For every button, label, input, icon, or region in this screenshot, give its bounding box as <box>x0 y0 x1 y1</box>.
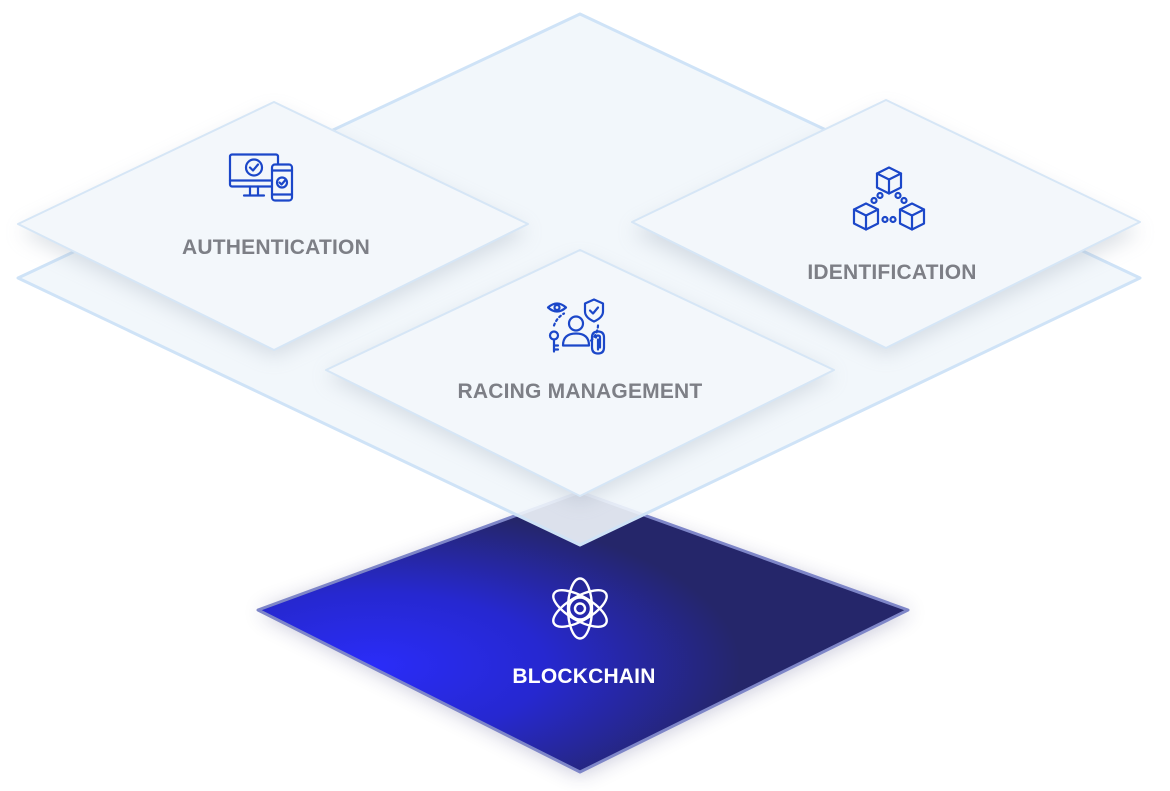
user-security-icon <box>546 298 606 361</box>
devices-check-icon <box>228 153 294 208</box>
identification-label: IDENTIFICATION <box>807 261 977 284</box>
authentication-tile <box>17 101 529 351</box>
atom-icon <box>546 575 614 648</box>
blockchain-cubes-icon <box>852 166 926 237</box>
racing-management-label: RACING MANAGEMENT <box>457 380 703 403</box>
identification-tile <box>631 99 1141 349</box>
racing-management-tile <box>325 249 835 497</box>
blockchain-label: BLOCKCHAIN <box>512 665 656 688</box>
blockchain-base-tile <box>256 490 910 774</box>
authentication-label: AUTHENTICATION <box>182 236 370 259</box>
